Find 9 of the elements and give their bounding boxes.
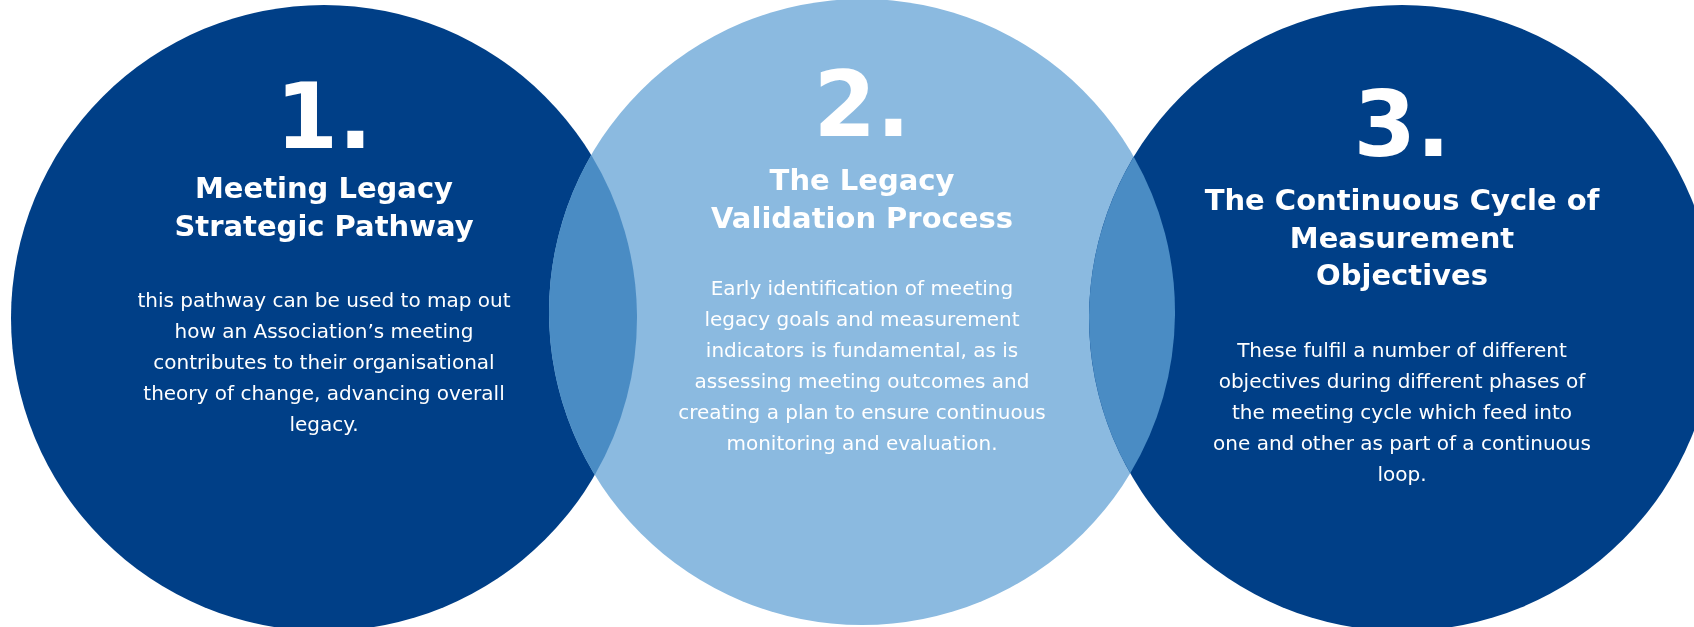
step-number: 1. — [275, 72, 373, 162]
step-description: These fulfil a number of different objectives during different phases of the meeting cycle which feed into one and other as part of a continuous loop. — [1212, 337, 1592, 489]
step-description: Early identification of meeting legacy goals and measurement indicators is fundamental, as is assessing meeting outcomes and creating a plan to ensure continuous monitoring and evaluation. — [677, 275, 1047, 458]
step-description: this pathway can be used to map out how an Association’s meeting contributes to their organisational theory of change, advancing overall legacy. — [136, 287, 512, 439]
step-number: 2. — [813, 60, 911, 150]
step-number: 3. — [1353, 80, 1451, 170]
step-heading: Meeting Legacy Strategic Pathway — [173, 170, 475, 245]
step-heading: The Legacy Validation Process — [710, 162, 1014, 237]
step-heading: The Continuous Cycle of Measurement Objectives — [1203, 182, 1601, 295]
